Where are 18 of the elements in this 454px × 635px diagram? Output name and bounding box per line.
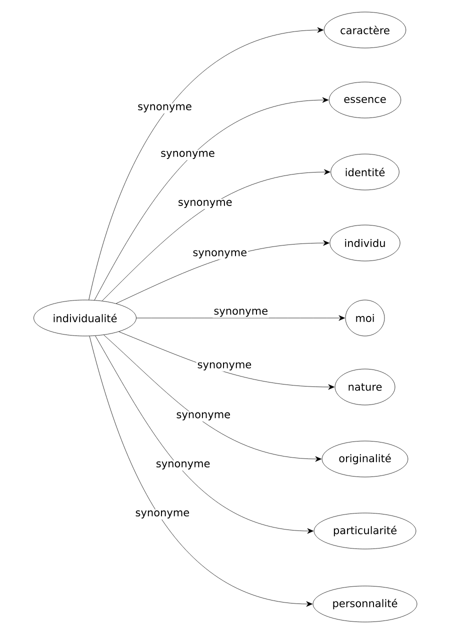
edge-label: synonyme xyxy=(196,361,253,372)
edge-label: synonyme xyxy=(192,249,248,260)
arrow xyxy=(102,169,330,302)
arrow xyxy=(118,332,334,390)
arrow xyxy=(104,334,322,462)
arrow xyxy=(95,336,314,534)
edge-label: synonyme xyxy=(175,411,232,422)
arrow xyxy=(88,27,324,300)
edge-label: synonyme xyxy=(154,460,212,470)
edge-label: synonyme xyxy=(212,308,270,318)
edge-label: synonyme xyxy=(160,150,216,160)
edge-label: synonyme xyxy=(136,103,193,114)
arrow xyxy=(89,336,313,607)
edge-label: synonyme xyxy=(176,198,234,209)
arrow xyxy=(136,315,345,321)
arrow xyxy=(94,97,329,300)
arrow xyxy=(116,240,330,304)
edge-label: synonyme xyxy=(134,509,191,520)
